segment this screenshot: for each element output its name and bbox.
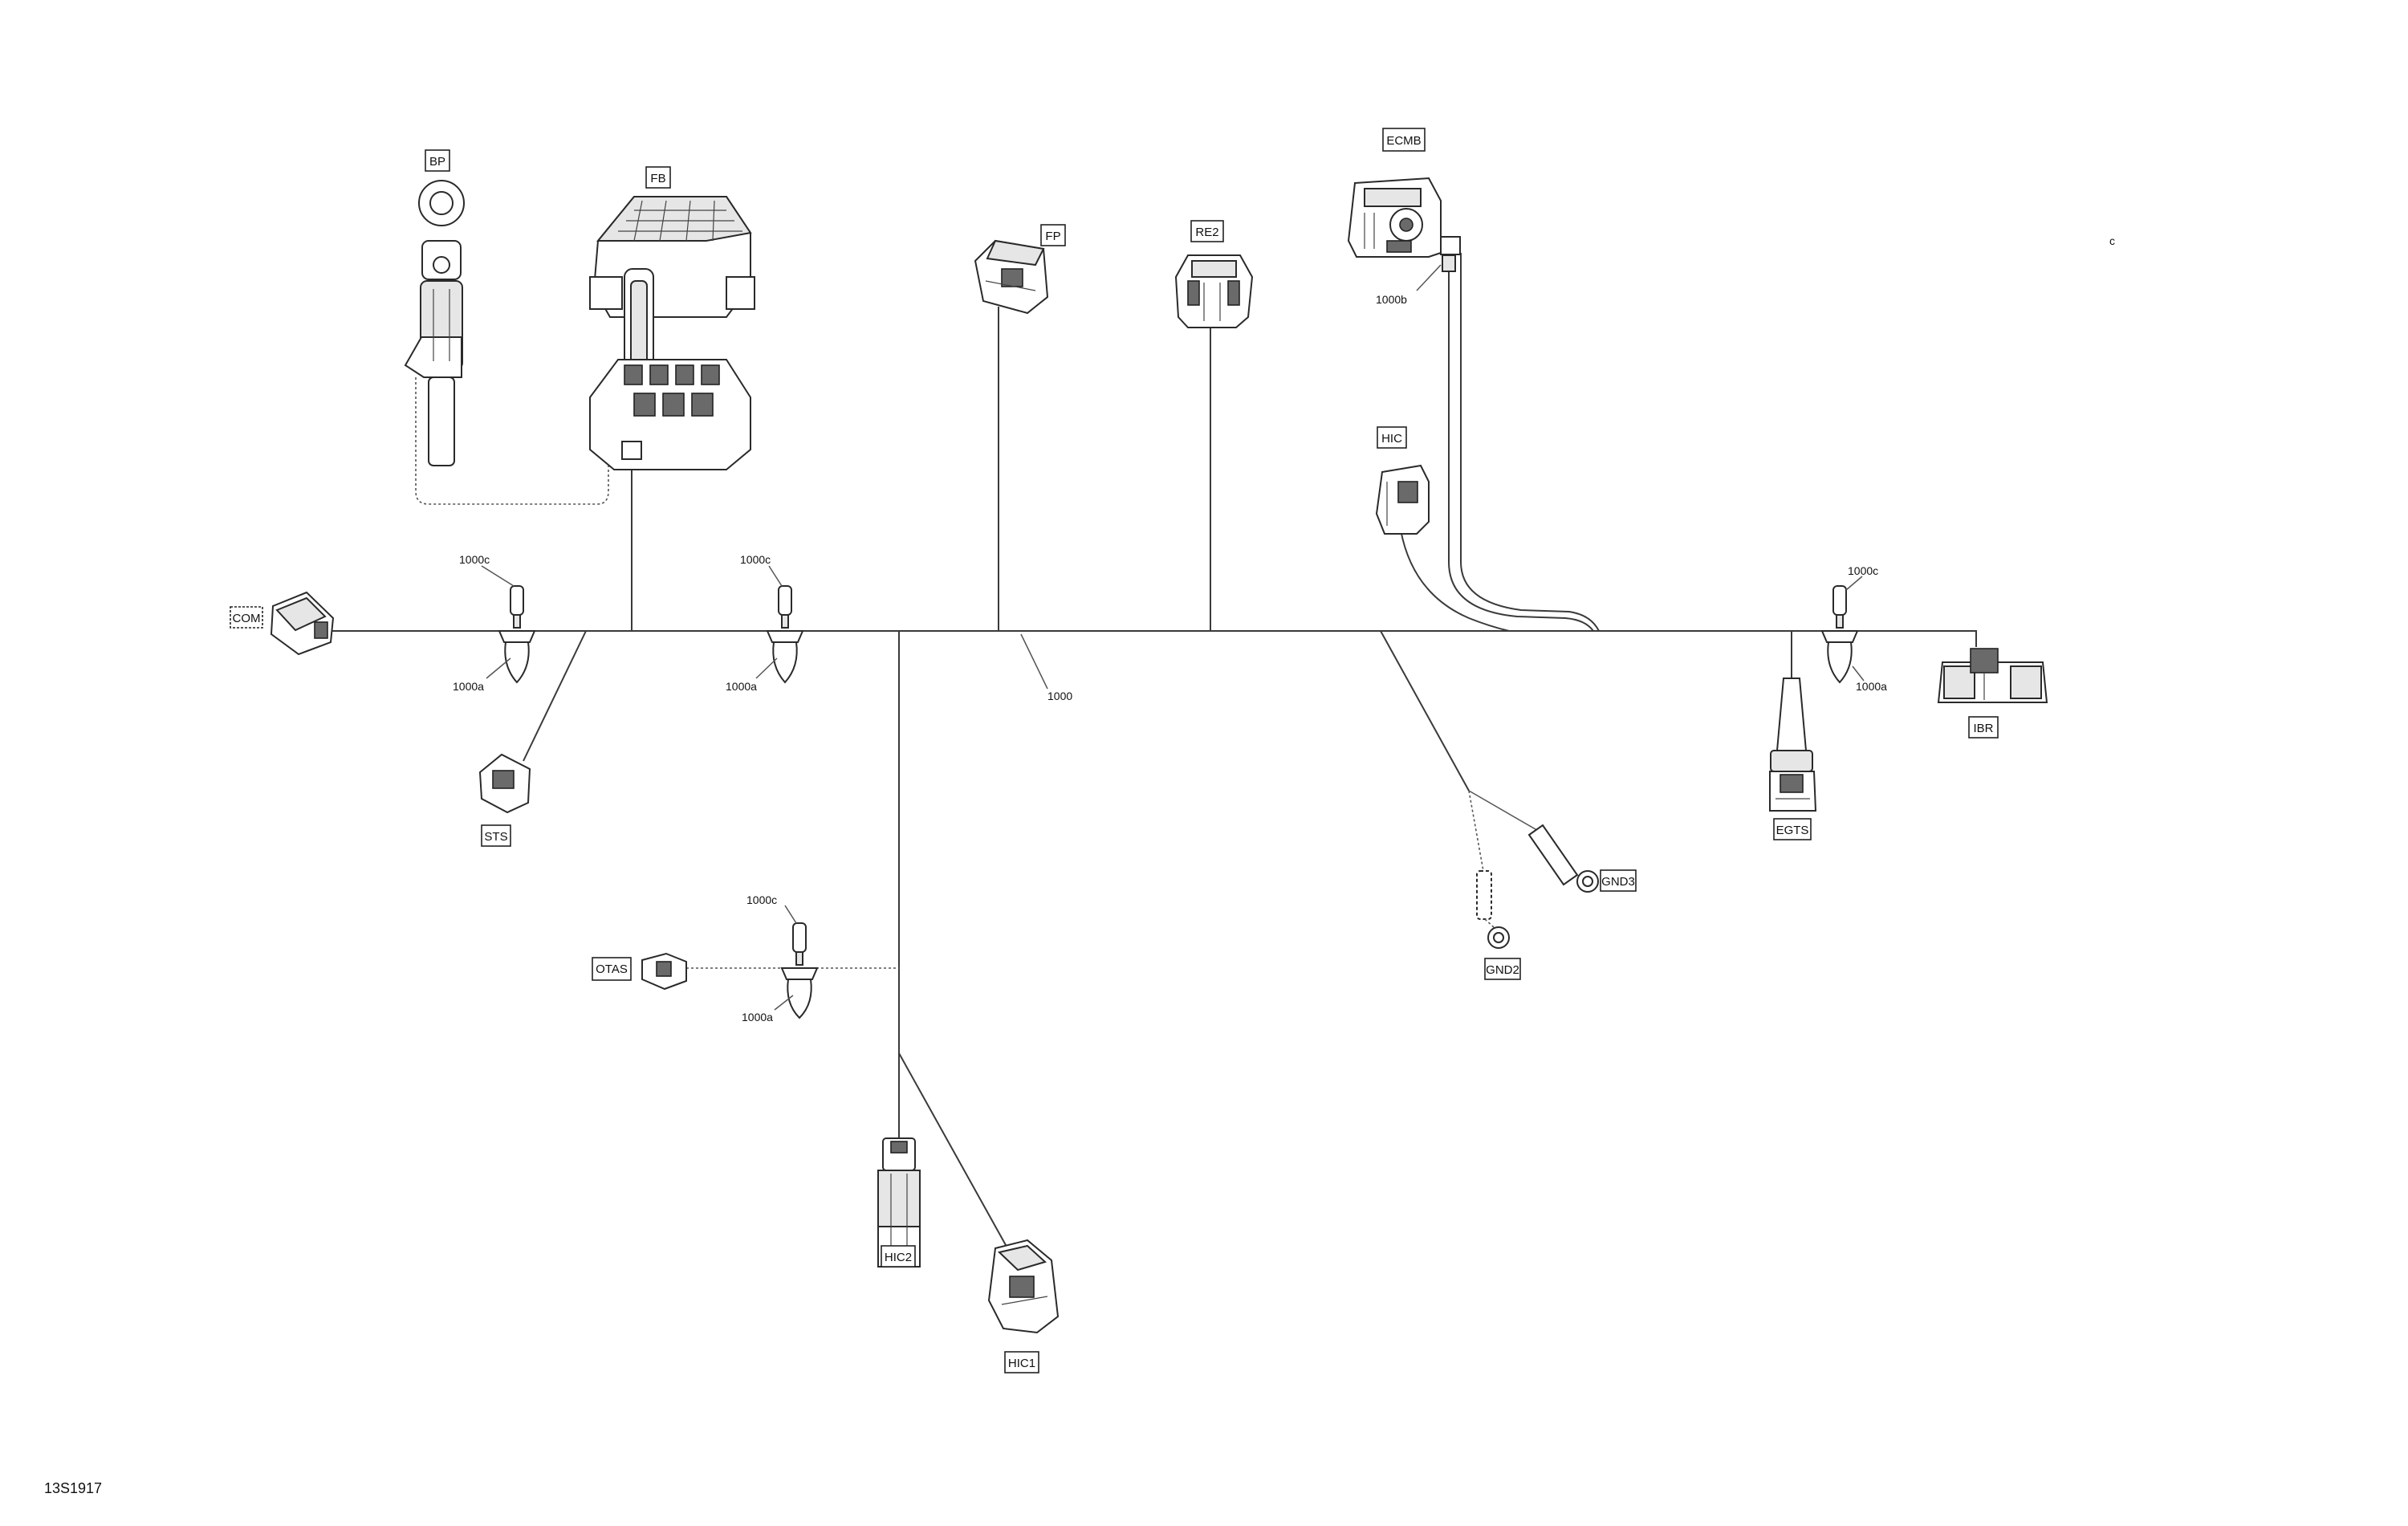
diagram-code: 13S1917 <box>44 1480 102 1496</box>
label-com: COM <box>230 606 263 629</box>
gnd3-branch-wire <box>1468 790 1546 836</box>
svg-text:BP: BP <box>429 155 445 169</box>
main-harness-1000 <box>327 253 1977 1253</box>
svg-text:1000b: 1000b <box>1376 293 1407 306</box>
svg-text:GND3: GND3 <box>1601 875 1635 889</box>
svg-text:IBR: IBR <box>1973 722 1993 735</box>
ref-1000a-2: 1000a <box>726 680 757 693</box>
svg-text:FP: FP <box>1045 230 1060 243</box>
hic-branch-wire <box>1400 529 1510 632</box>
svg-text:STS: STS <box>484 830 507 844</box>
otas-connector[interactable] <box>641 952 687 991</box>
ecmb-branch-wire-a <box>1448 253 1594 632</box>
label-gnd2: GND2 <box>1484 958 1521 980</box>
label-gnd3: GND3 <box>1600 869 1637 892</box>
fb-fuse-box[interactable] <box>589 196 755 470</box>
egts-sensor[interactable] <box>1769 678 1817 812</box>
ref-1000a-1: 1000a <box>453 680 484 693</box>
label-bp: BP <box>425 149 450 172</box>
hic-connector[interactable] <box>1375 464 1430 535</box>
ref-1000c-1: 1000c <box>459 553 490 566</box>
hic1-branch-wire <box>898 1052 1011 1253</box>
label-hic: HIC <box>1377 426 1407 449</box>
ref-1000c-2: 1000c <box>740 553 771 566</box>
ibr-connector[interactable] <box>1937 648 2048 703</box>
leader-1000 <box>1020 633 1048 690</box>
com-connector[interactable] <box>270 591 335 656</box>
ref-1000b: 1000b <box>1376 264 1442 306</box>
harness-clip-3 <box>774 905 819 1019</box>
ref-1000: 1000 <box>1047 690 1072 702</box>
svg-text:OTAS: OTAS <box>596 962 628 976</box>
fp-connector[interactable] <box>974 239 1049 315</box>
sts-branch-wire <box>523 630 587 762</box>
harness-clip-2 <box>755 565 804 684</box>
ref-1000a-4: 1000a <box>1856 680 1887 693</box>
svg-text:GND2: GND2 <box>1486 963 1519 977</box>
ref-1000c-4: 1000c <box>1848 564 1878 577</box>
ref-1000a-3: 1000a <box>742 1011 773 1023</box>
label-egts: EGTS <box>1773 818 1812 840</box>
ref-1000c-3: 1000c <box>746 893 777 906</box>
svg-text:ECMB: ECMB <box>1386 134 1421 148</box>
label-ibr: IBR <box>1968 716 1999 739</box>
svg-text:EGTS: EGTS <box>1776 824 1809 837</box>
label-fb: FB <box>645 166 671 189</box>
label-sts: STS <box>481 824 511 847</box>
sts-connector[interactable] <box>478 753 531 814</box>
bp-connector[interactable] <box>404 180 609 505</box>
svg-text:COM: COM <box>233 612 261 625</box>
hic1-connector[interactable] <box>987 1239 1060 1334</box>
label-re2: RE2 <box>1190 220 1224 242</box>
gnd-branch-wire <box>1380 630 1470 791</box>
label-otas: OTAS <box>592 957 632 981</box>
gnd3-terminal[interactable] <box>1527 824 1599 893</box>
ecmb-branch-wire-b <box>1460 253 1600 632</box>
harness-clip-1 <box>481 565 536 684</box>
harness-clip-4 <box>1820 576 1865 684</box>
corner-mark: c <box>2109 234 2115 247</box>
gnd2-terminal[interactable] <box>1476 870 1510 949</box>
label-fp: FP <box>1040 224 1066 246</box>
ibr-branch-wire <box>1971 630 1977 647</box>
ecmb-connector[interactable] <box>1347 177 1461 272</box>
svg-text:HIC: HIC <box>1381 432 1402 446</box>
svg-text:FB: FB <box>650 172 665 185</box>
svg-text:HIC1: HIC1 <box>1008 1357 1035 1370</box>
label-hic1: HIC1 <box>1004 1351 1039 1373</box>
re2-connector[interactable] <box>1174 254 1254 328</box>
svg-text:RE2: RE2 <box>1195 226 1218 239</box>
label-ecmb: ECMB <box>1382 128 1426 152</box>
gnd2-branch-wire <box>1468 790 1484 872</box>
label-hic2: HIC2 <box>881 1245 916 1268</box>
svg-text:HIC2: HIC2 <box>885 1251 912 1264</box>
